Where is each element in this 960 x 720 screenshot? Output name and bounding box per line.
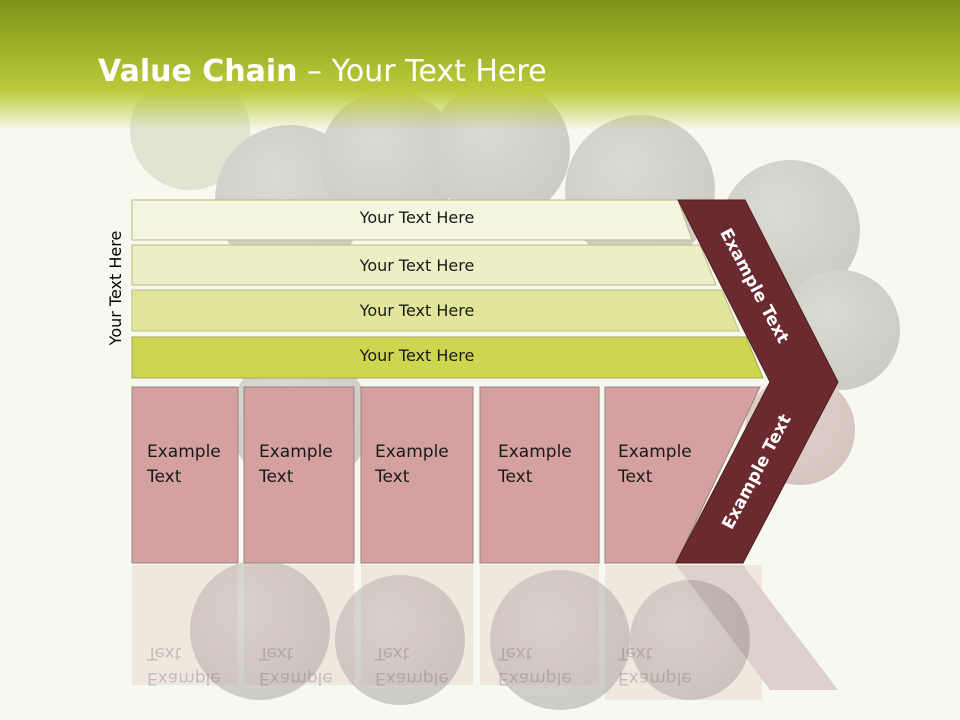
cell-label-5: Example Text <box>618 440 692 490</box>
cell-label-5-line1: Example <box>618 442 692 462</box>
title-rest: – Your Text Here <box>297 54 547 89</box>
cell-label-3-line1: Example <box>375 442 449 462</box>
cell-label-2-line1: Example <box>259 442 333 462</box>
chevron-arrow <box>675 199 839 564</box>
cell-label-2-line2: Text <box>259 467 294 487</box>
cell-label-5-line2: Text <box>618 467 653 487</box>
cell-label-3: Example Text <box>375 440 449 490</box>
cell-box-3 <box>360 386 474 564</box>
row-bar-1 <box>131 199 693 241</box>
row-label-1: Your Text Here <box>359 208 475 227</box>
row-bar-4 <box>131 336 764 379</box>
title-bold: Value Chain <box>98 54 298 89</box>
cell-label-4-line2: Text <box>498 467 533 487</box>
cell-label-4-line1: Example <box>498 442 572 462</box>
cell-label-3-line2: Text <box>375 467 410 487</box>
header-band <box>0 0 960 130</box>
side-label: Your Text Here <box>106 230 125 346</box>
cell-box-2 <box>243 386 355 564</box>
cell-label-1: Example Text <box>147 440 221 490</box>
page-title: Value Chain – Your Text Here <box>98 54 547 89</box>
cell-box-4 <box>479 386 600 564</box>
row-bar-2 <box>131 244 717 286</box>
row-label-4: Your Text Here <box>359 346 475 365</box>
cell-label-4: Example Text <box>498 440 572 490</box>
row-label-2: Your Text Here <box>359 256 475 275</box>
row-bar-3 <box>131 289 740 332</box>
cell-label-1-line2: Text <box>147 467 182 487</box>
cell-label-2: Example Text <box>259 440 333 490</box>
cell-box-1 <box>131 386 239 564</box>
cell-label-1-line1: Example <box>147 442 221 462</box>
row-label-3: Your Text Here <box>359 301 475 320</box>
